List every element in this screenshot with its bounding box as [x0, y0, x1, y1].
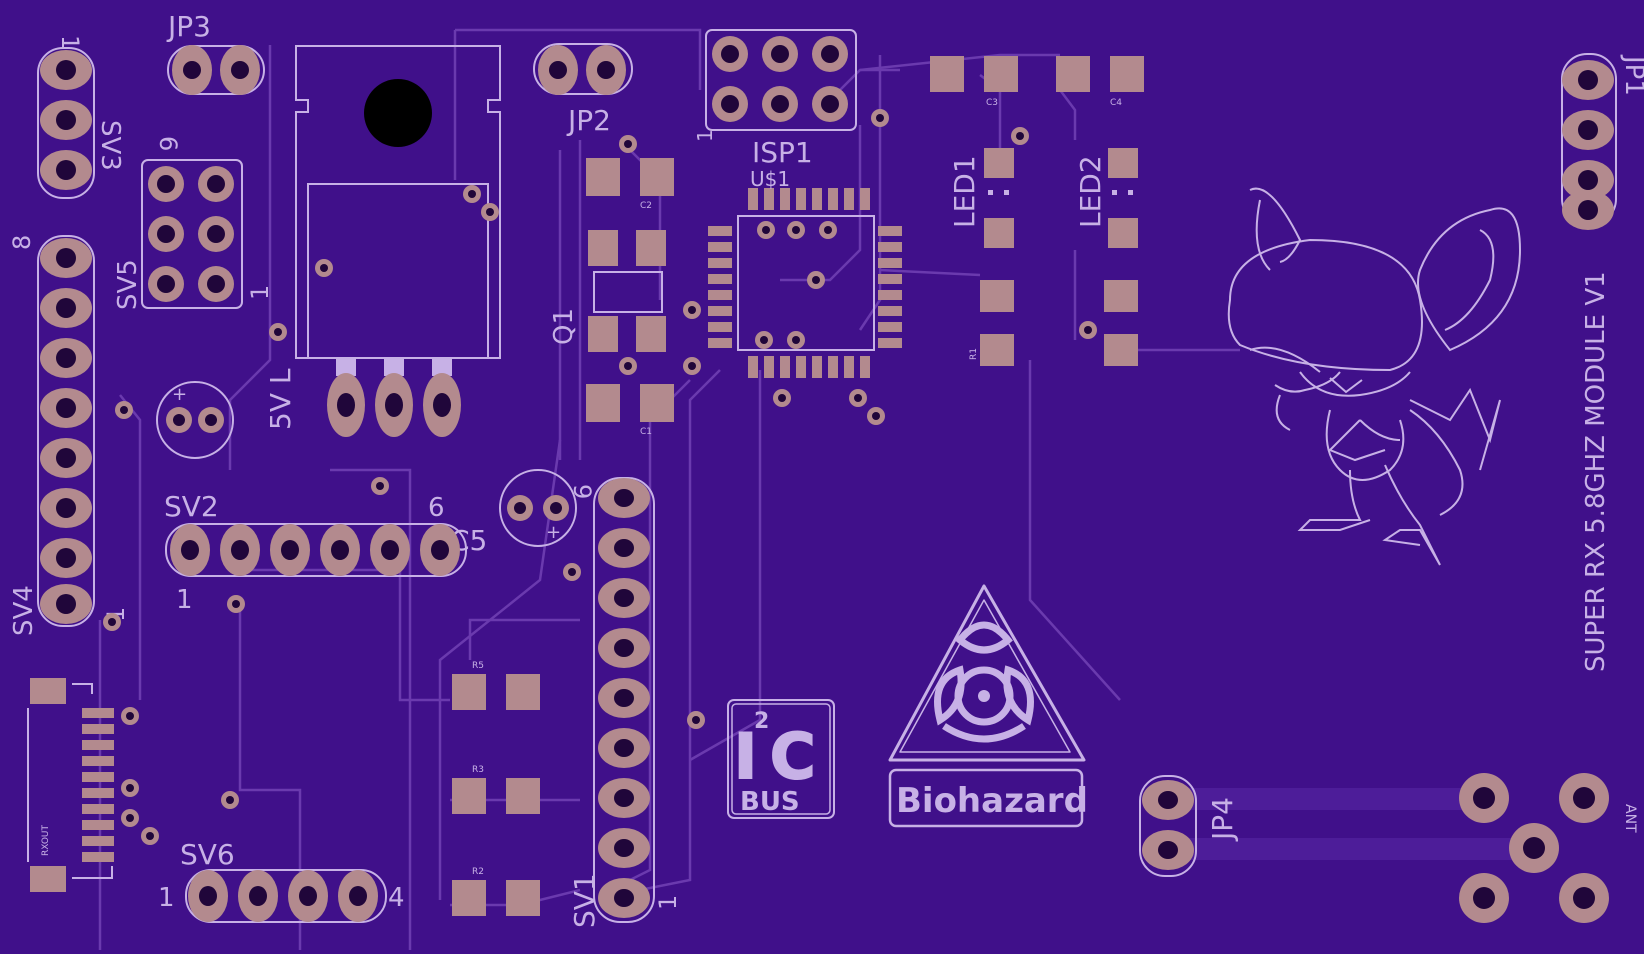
sv4-pin-8: 8: [8, 235, 36, 250]
connector-rxout: RXOUT: [27, 678, 114, 892]
vreg-label: 5V L: [264, 368, 297, 430]
transistor-q1: Q1: [549, 230, 666, 352]
sv1-pin-1: 1: [654, 895, 682, 910]
microcontroller-u1: U$1: [708, 167, 902, 378]
sv6-pin-1: 1: [158, 883, 175, 913]
sv2-pin-6: 6: [428, 493, 445, 523]
connector-sv4: SV4 8 1: [8, 235, 130, 636]
led1-label: LED1: [948, 155, 981, 228]
jumper-jp4: JP4: [1139, 775, 1239, 877]
sv4-label: SV4: [9, 585, 39, 636]
led-led1: LED1: [948, 148, 1014, 248]
r5-label: R5: [472, 661, 484, 671]
c5-plus: +: [546, 522, 561, 543]
connector-isp1: ISP1 1: [693, 29, 857, 169]
sv2-label: SV2: [164, 490, 219, 523]
r3-label: R3: [472, 765, 484, 775]
rf-tracks: [1160, 788, 1540, 860]
i2c-letter-c: C: [770, 720, 816, 793]
led2-label: LED2: [1074, 155, 1107, 228]
jp3-label: JP3: [166, 10, 211, 43]
resistor-r5: R5: [452, 661, 540, 710]
r1-label: R1: [969, 348, 979, 360]
resistor-r2: R2: [452, 867, 540, 916]
r2-label: R2: [472, 867, 484, 877]
capacitor-c4: C4: [1056, 56, 1144, 108]
resistor-r3: R3: [452, 765, 540, 814]
connector-sv3: SV3 1: [37, 35, 125, 199]
ic-pins-top: [748, 188, 870, 210]
rxout-label: RXOUT: [41, 824, 51, 856]
c3-label: C3: [986, 98, 998, 108]
sv6-label: SV6: [180, 838, 235, 871]
jp1-label: JP1: [1619, 54, 1644, 96]
jp4-label: JP4: [1206, 797, 1239, 842]
capacitor-c3: C3: [930, 56, 1018, 108]
connector-sv1: SV1 9 1: [568, 477, 682, 928]
mouse-cartoon-art: [1227, 187, 1522, 566]
connector-sv2: SV2 1 6: [164, 490, 467, 615]
sv5-label: SV5: [113, 259, 143, 310]
sv1-label: SV1: [568, 873, 601, 928]
mounting-hole: [364, 79, 432, 147]
ic-pins-left: [708, 226, 732, 348]
isp1-label: ISP1: [752, 136, 813, 169]
jumper-jp3: JP3: [166, 10, 265, 95]
c2-label: C2: [640, 201, 652, 211]
sv3-pin-1: 1: [56, 35, 84, 50]
sv1-pin-9: 9: [568, 484, 596, 499]
connector-sv5: SV5 6 1: [113, 136, 274, 310]
sv6-pin-4: 4: [388, 883, 405, 913]
i2c-letter-i: I: [734, 720, 757, 793]
capacitor-electrolytic-left: +: [156, 381, 234, 459]
jp2-label: JP2: [566, 104, 611, 137]
sv2-pin-1: 1: [176, 585, 193, 615]
ant-label: ANT: [1622, 804, 1638, 833]
isp1-pin-1: 1: [693, 129, 717, 142]
capacitor-c2: C2: [586, 158, 674, 211]
c4-label: C4: [1110, 98, 1122, 108]
ic-pins-right: [878, 226, 902, 348]
vias: [103, 109, 1097, 845]
board-title: SUPER RX 5.8GHZ MODULE V1: [1581, 271, 1611, 672]
sv3-label: SV3: [95, 120, 125, 171]
c1-label: C1: [640, 427, 652, 437]
sv5-pin-6: 6: [154, 136, 182, 151]
biohazard-logo: Biohazard: [888, 584, 1088, 828]
i2c-bus-logo: I 2 C BUS: [727, 699, 835, 819]
led-led2: LED2: [1074, 148, 1138, 248]
jumper-jp2: JP2: [533, 43, 633, 137]
resistor-r1: R1: [969, 280, 1014, 366]
jumper-jp1: JP1: [1561, 53, 1644, 230]
resistor-led2: [1104, 280, 1138, 366]
i2c-bus-text: BUS: [740, 787, 800, 817]
u1-label: U$1: [750, 167, 790, 191]
biohazard-symbol: [934, 621, 1034, 743]
cap-left-plus: +: [172, 384, 187, 405]
ic-pins-bottom: [748, 356, 870, 378]
capacitor-c1: C1: [586, 384, 674, 437]
biohazard-text: Biohazard: [896, 781, 1088, 821]
i2c-superscript: 2: [754, 709, 769, 734]
voltage-regulator: 5V L: [264, 45, 501, 437]
q1-label: Q1: [549, 308, 579, 345]
sv5-pin-1: 1: [246, 285, 274, 300]
antenna-connector: ANT: [1459, 773, 1638, 923]
connector-sv6: SV6 1 4: [158, 838, 405, 923]
